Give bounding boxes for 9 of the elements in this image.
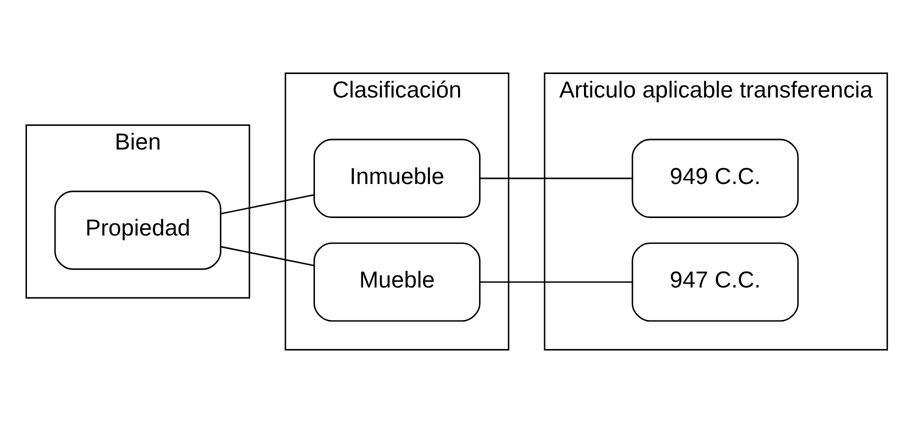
node-box: 947 C.C. (632, 242, 799, 322)
connector (480, 281, 632, 283)
node-box: Inmueble (314, 138, 481, 218)
connector (480, 178, 632, 180)
connector (220, 194, 314, 214)
node-box: 949 C.C. (632, 138, 799, 218)
node-box: Propiedad (54, 190, 222, 270)
node-box: Mueble (314, 242, 481, 322)
connector (220, 246, 314, 266)
